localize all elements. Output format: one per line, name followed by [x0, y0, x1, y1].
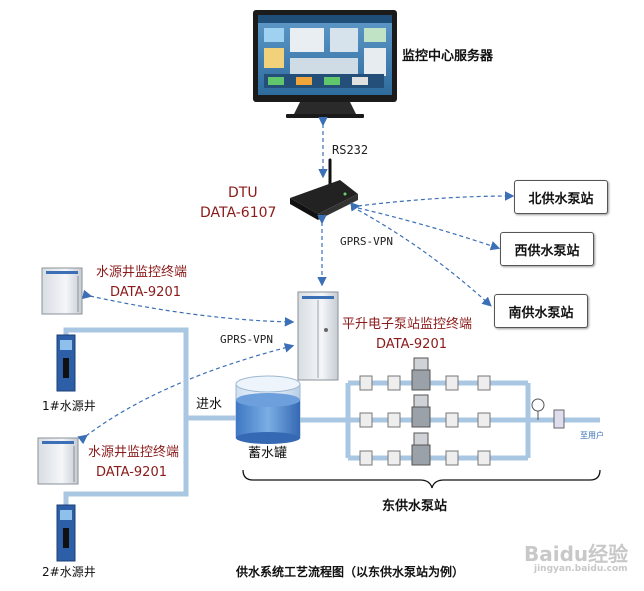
diagram-caption: 供水系统工艺流程图（以东供水泵站为例） [236, 565, 465, 579]
dtu-title: DTU [228, 185, 258, 201]
rs232-label: RS232 [332, 143, 369, 157]
well-1 [56, 334, 76, 392]
pump-row-1 [359, 357, 491, 391]
gprs-link-terminal-1 [81, 289, 295, 327]
well-terminal-2-model: DATA-9201 [96, 465, 167, 480]
pipes [63, 327, 600, 505]
watermark-brand: Baidu经验 [524, 542, 629, 566]
watermark-url: jingyan.baidu.com [534, 564, 628, 574]
outlet-instruments [531, 398, 565, 429]
well-2-label: 2#水源井 [42, 565, 96, 579]
east-station-label: 东供水泵站 [382, 499, 448, 514]
east-station-brace [242, 469, 601, 489]
pump-row-3 [359, 432, 491, 466]
south-station-box: 南供水泵站 [494, 294, 588, 328]
server-label: 监控中心服务器 [402, 49, 494, 64]
pump-row-2 [359, 394, 491, 428]
well-terminal-cabinet-1 [41, 267, 83, 315]
well-terminal-cabinet-2 [37, 437, 79, 485]
well-1-label: 1#水源井 [42, 399, 96, 413]
dtu-device [290, 158, 358, 220]
well-terminal-1-model: DATA-9201 [110, 285, 181, 300]
pump-terminal-label: 平升电子泵站监控终端 [342, 317, 473, 332]
pump-terminal-cabinet [297, 291, 339, 381]
storage-tank [235, 375, 301, 444]
gprs-link-terminal-2 [77, 343, 295, 445]
well-terminal-2-label: 水源井监控终端 [88, 445, 180, 460]
well-terminal-1-label: 水源井监控终端 [96, 265, 188, 280]
gprs-label-top: GPRS-VPN [340, 235, 393, 248]
station-links [350, 191, 515, 307]
dtu-model: DATA-6107 [200, 205, 277, 221]
inlet-label: 进水 [196, 397, 223, 412]
user-tag-label: 至用户 [580, 431, 604, 440]
server-monitor [253, 10, 397, 118]
well-2 [56, 504, 76, 562]
north-station-box: 北供水泵站 [514, 180, 608, 214]
gprs-label-left: GPRS-VPN [220, 333, 273, 346]
tank-label: 蓄水罐 [248, 446, 288, 461]
pump-terminal-model: DATA-9201 [376, 337, 447, 352]
west-station-box: 西供水泵站 [500, 232, 594, 266]
